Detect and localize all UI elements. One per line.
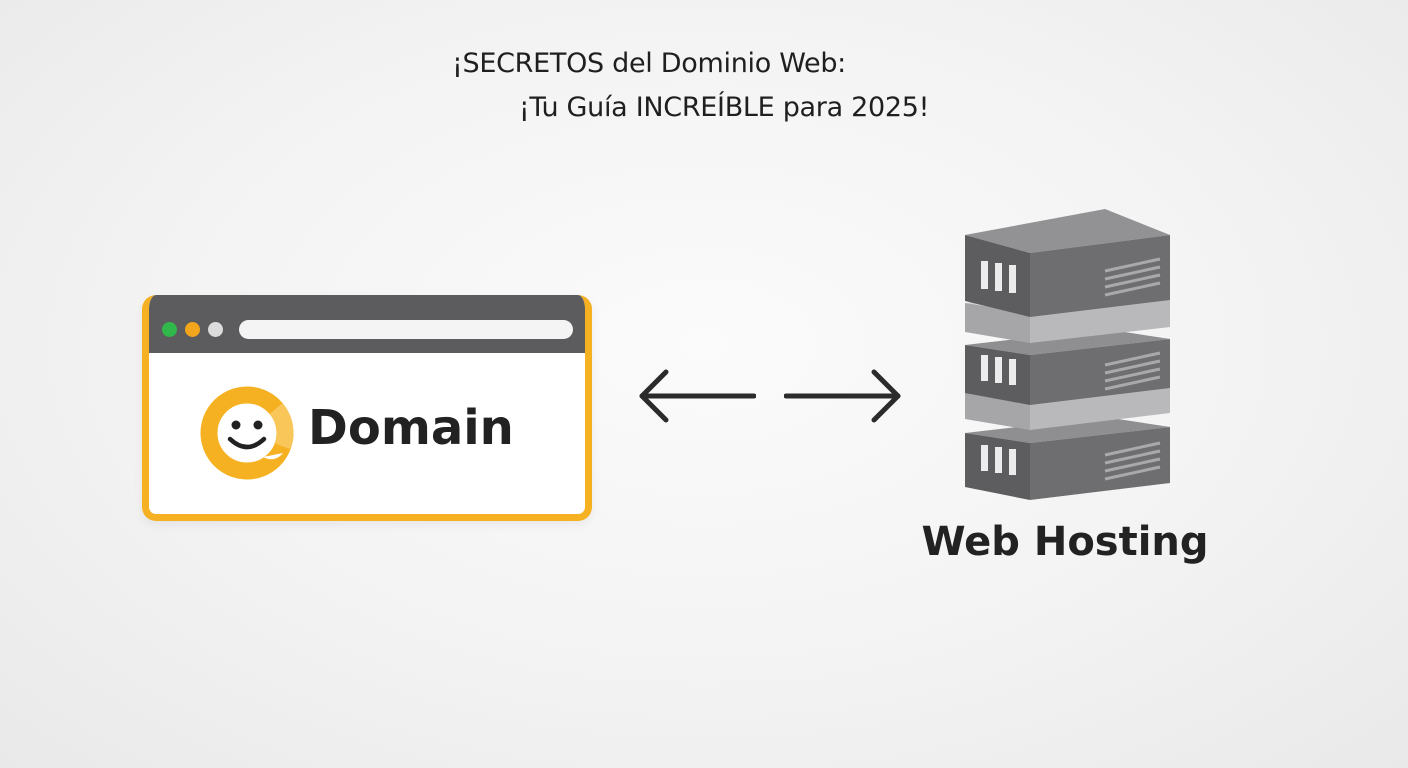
title-line-2: ¡Tu Guía INCREÍBLE para 2025! — [518, 92, 930, 123]
page-title: ¡SECRETOS del Dominio Web: ¡Tu Guía INCR… — [0, 42, 1408, 130]
server-unit-bottom — [965, 417, 1170, 500]
browser-window: Domain — [142, 295, 592, 521]
server-stack-icon — [965, 209, 1170, 500]
url-bar — [239, 320, 573, 339]
window-dot-green-icon — [162, 322, 177, 337]
web-hosting-label: Web Hosting — [921, 519, 1209, 565]
browser-title-bar — [149, 295, 585, 353]
title-line-1: ¡SECRETOS del Dominio Web: — [452, 48, 846, 79]
server-unit-top — [965, 209, 1170, 317]
domain-label: Domain — [308, 400, 514, 456]
smiley-search-icon — [200, 386, 294, 480]
window-dot-orange-icon — [185, 322, 200, 337]
server-unit-middle — [965, 329, 1170, 405]
arrow-right-icon — [784, 369, 901, 423]
arrow-left-icon — [639, 369, 756, 423]
window-dot-gray-icon — [208, 322, 223, 337]
